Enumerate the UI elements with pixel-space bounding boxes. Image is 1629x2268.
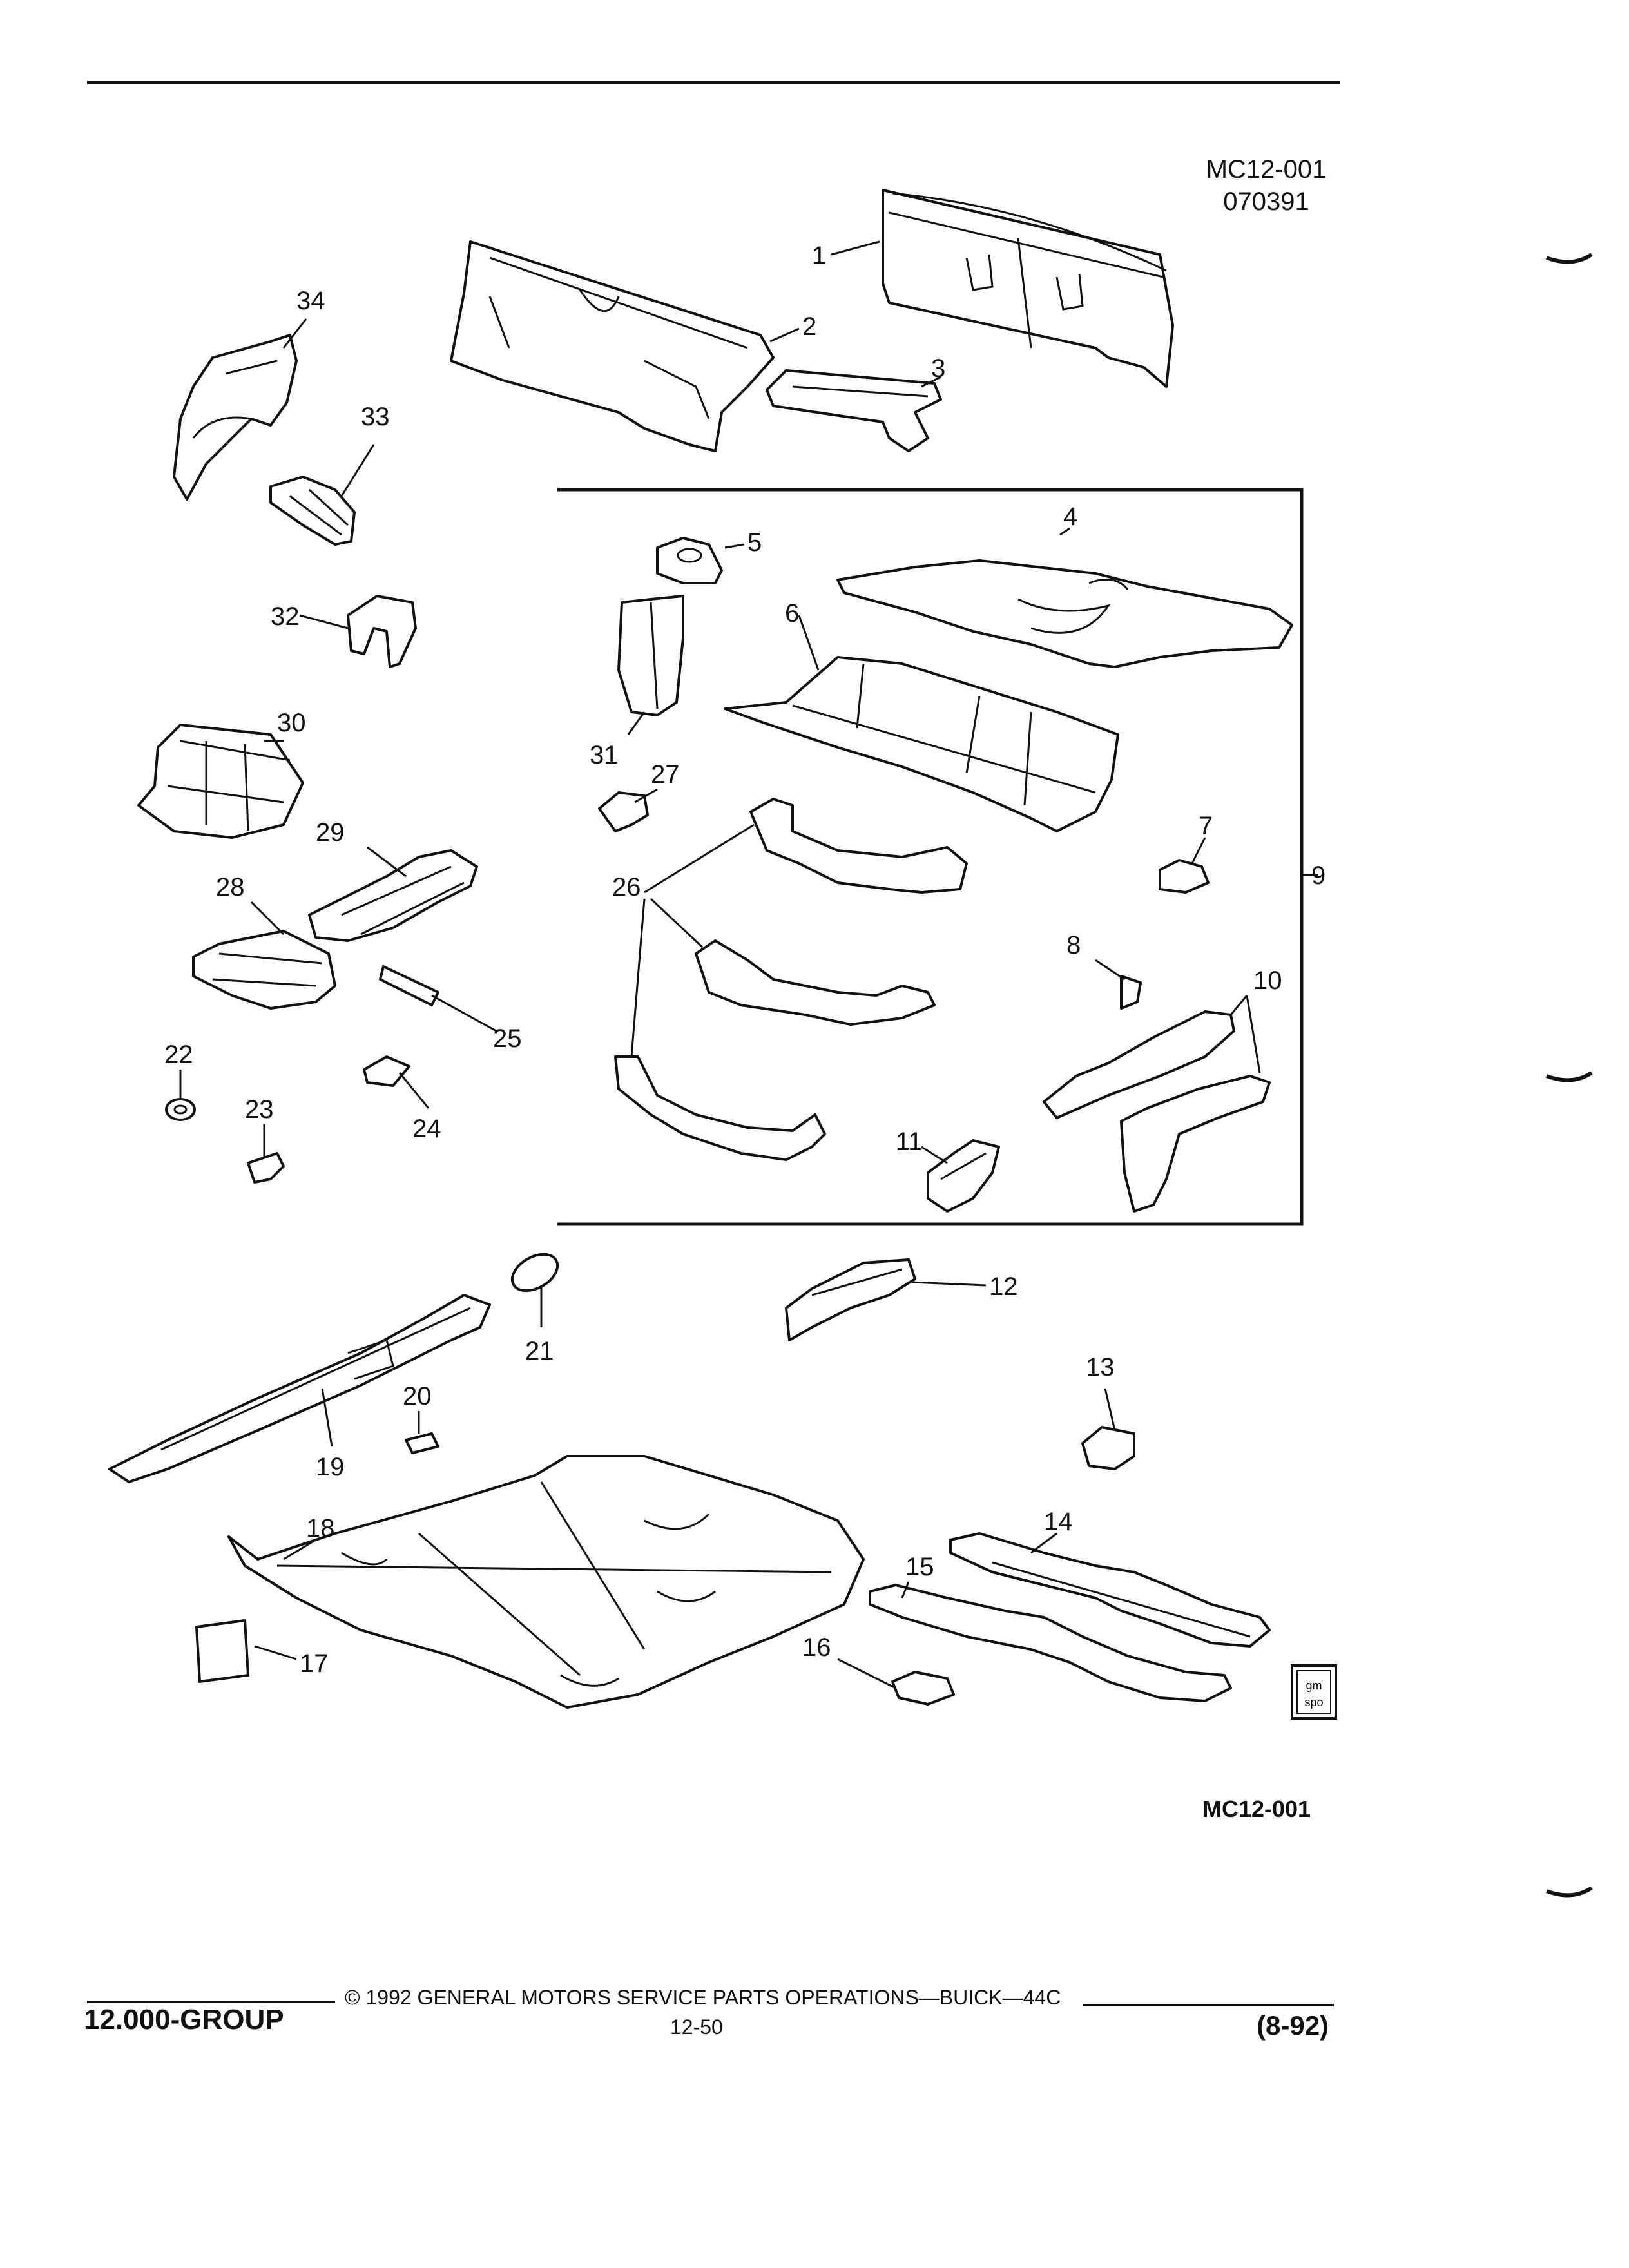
part-19 [108, 1294, 491, 1483]
footer-date: (8-92) [1257, 2010, 1329, 2041]
part-30 [137, 724, 304, 839]
part-7 [1159, 859, 1210, 894]
part-33 [269, 476, 356, 546]
ref-date: 070391 [1223, 187, 1309, 216]
part-11 [927, 1139, 1000, 1213]
bottom-ref-code: MC12-001 [1202, 1796, 1311, 1822]
part-25 [379, 965, 439, 1006]
callout-17: 17 [300, 1649, 329, 1678]
callout-30: 30 [277, 709, 306, 737]
ref-code: MC12-001 [1206, 155, 1327, 184]
part-12 [785, 1258, 916, 1341]
part-26 [614, 798, 968, 1161]
part-29 [308, 849, 478, 942]
part-20 [405, 1432, 439, 1454]
callout-3: 3 [931, 354, 945, 383]
part-10 [1043, 1010, 1271, 1213]
callout-10: 10 [1253, 966, 1282, 995]
callout-22: 22 [164, 1041, 193, 1069]
callout-7: 7 [1199, 812, 1213, 840]
svg-text:gm: gm [1306, 1679, 1322, 1692]
footer-copyright: © 1992 GENERAL MOTORS SERVICE PARTS OPER… [345, 1986, 1061, 2009]
part-16 [891, 1671, 955, 1706]
part-22 [165, 1098, 196, 1121]
callout-4: 4 [1063, 503, 1077, 531]
callout-11: 11 [896, 1128, 923, 1156]
callout-19: 19 [316, 1453, 345, 1481]
part-14 [949, 1532, 1271, 1648]
part-5 [656, 537, 723, 584]
callout-5: 5 [747, 528, 762, 557]
part-34 [173, 334, 298, 501]
footer-group: 12.000-GROUP [84, 2004, 284, 2035]
part-6 [724, 656, 1119, 832]
part-24 [363, 1055, 410, 1087]
callout-8: 8 [1066, 931, 1081, 959]
callout-23: 23 [245, 1095, 274, 1124]
group-box-label: 9 [1311, 861, 1325, 890]
part-32 [347, 595, 417, 668]
part-2 [450, 240, 775, 452]
part-8 [1120, 975, 1142, 1010]
callout-25: 25 [493, 1024, 522, 1053]
callout-labels: 1 2 3 4 5 6 7 8 9 10 11 12 13 14 15 16 1… [164, 242, 1325, 1678]
leader-lines [179, 240, 1261, 1689]
callout-34: 34 [296, 287, 325, 315]
callout-14: 14 [1044, 1508, 1073, 1536]
callout-13: 13 [1086, 1353, 1115, 1381]
callout-1: 1 [812, 242, 826, 270]
part-1 [882, 189, 1174, 388]
callout-29: 29 [316, 818, 345, 847]
callout-2: 2 [802, 312, 816, 341]
callout-21: 21 [525, 1337, 554, 1365]
part-21 [510, 1253, 559, 1293]
callout-33: 33 [361, 403, 390, 431]
callout-20: 20 [403, 1382, 432, 1410]
gm-spo-logo: gm spo [1291, 1664, 1337, 1720]
callout-6: 6 [785, 599, 799, 628]
callout-16: 16 [802, 1633, 831, 1662]
part-31 [617, 595, 684, 716]
callout-31: 31 [590, 741, 619, 769]
part-15 [869, 1584, 1232, 1702]
part-13 [1081, 1426, 1135, 1470]
callout-24: 24 [412, 1115, 441, 1143]
callout-18: 18 [306, 1514, 335, 1542]
footer-page-number: 12-50 [670, 2015, 723, 2039]
svg-text:spo: spo [1304, 1696, 1323, 1709]
part-18 [227, 1455, 865, 1709]
part-23 [247, 1152, 285, 1184]
part-3 [766, 369, 942, 452]
callout-27: 27 [651, 760, 680, 789]
callout-28: 28 [216, 873, 245, 901]
callout-12: 12 [989, 1273, 1018, 1301]
part-17 [195, 1619, 249, 1683]
part-28 [192, 930, 336, 1010]
group-box-9 [557, 488, 1304, 1226]
callout-15: 15 [905, 1553, 934, 1581]
binder-marks [1545, 253, 1593, 1898]
part-4 [836, 559, 1293, 668]
callout-26: 26 [612, 873, 641, 901]
callout-32: 32 [271, 602, 300, 631]
